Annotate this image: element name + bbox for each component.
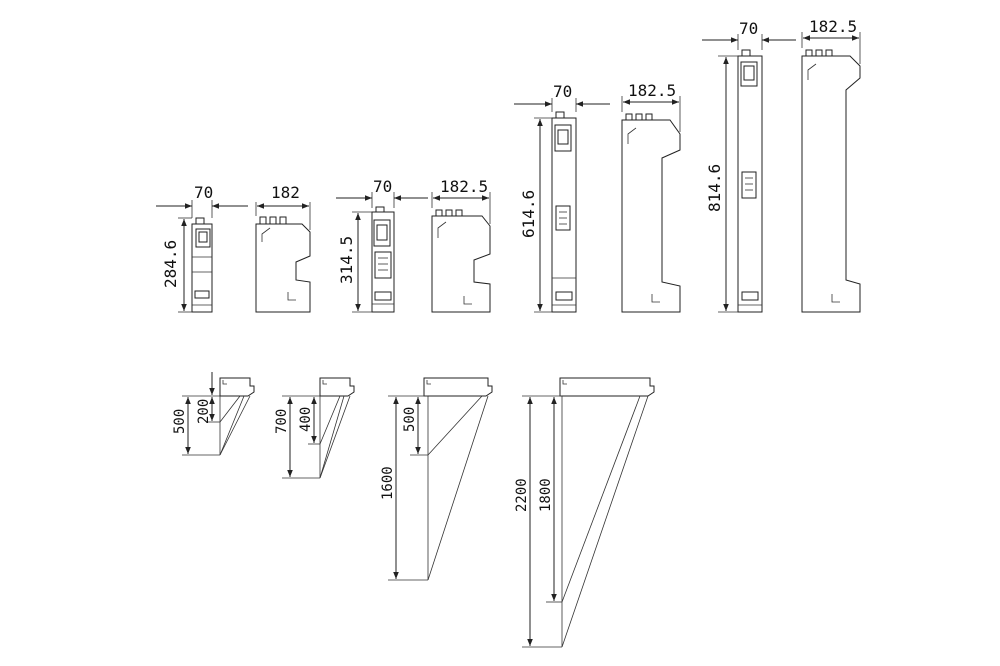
unit-2-height-dimension: 314.5 (337, 211, 372, 313)
unit-1-depth-label: 182 (271, 183, 300, 202)
unit-4-side-view (801, 49, 861, 313)
unit-2-width-dimension: 70 (336, 177, 428, 208)
unit-1-depth-dimension: 182 (255, 183, 311, 230)
profile-1-inner-label: 200 (196, 399, 212, 424)
profile-4-dimensions: 2200 1800 (514, 395, 562, 648)
unit-4-depth-dimension: 182.5 (801, 17, 861, 64)
unit-3-depth-dimension: 182.5 (621, 81, 681, 132)
unit-4-height-label: 814.6 (705, 164, 724, 212)
profile-3-dimensions: 1600 500 (380, 395, 428, 581)
unit-3-depth-label: 182.5 (628, 81, 676, 100)
profile-2-outer-label: 700 (274, 409, 290, 434)
unit-1-side-view (255, 216, 311, 313)
profile-3-bracket (423, 377, 493, 581)
unit-2-height-label: 314.5 (337, 236, 356, 284)
profile-2-inner-label: 400 (298, 407, 314, 432)
unit-1-height-dimension: 284.6 (161, 217, 192, 313)
profile-2-bracket (319, 377, 355, 479)
profile-1-dimensions: 500 200 (172, 372, 220, 456)
unit-4-width-dimension: 70 (702, 19, 796, 50)
profile-1-bracket (219, 377, 255, 456)
unit-3-width-dimension: 70 (514, 82, 610, 112)
unit-2-side-view (431, 209, 491, 313)
unit-3-side-view (621, 113, 681, 313)
profile-2-dimensions: 700 400 (274, 395, 320, 479)
unit-2-depth-label: 182.5 (440, 177, 488, 196)
profile-4-bracket (559, 377, 655, 648)
unit-3-width-label: 70 (553, 82, 572, 101)
profile-1-outer-label: 500 (172, 409, 188, 434)
unit-3-front-view (551, 111, 577, 313)
unit-4-height-dimension: 814.6 (705, 55, 738, 313)
unit-2-depth-dimension: 182.5 (431, 177, 491, 224)
unit-4-front-view (737, 49, 763, 313)
unit-4-width-label: 70 (739, 19, 758, 38)
unit-3-height-label: 614.6 (519, 190, 538, 238)
profile-3-outer-label: 1600 (380, 466, 396, 500)
profile-4-outer-label: 2200 (514, 478, 530, 512)
unit-4-depth-label: 182.5 (809, 17, 857, 36)
unit-1-front-view (191, 217, 213, 313)
unit-3-height-dimension: 614.6 (519, 117, 552, 313)
unit-2-front-view (371, 206, 395, 313)
profile-3-inner-label: 500 (402, 407, 418, 432)
unit-1-height-label: 284.6 (161, 240, 180, 288)
unit-1-width-dimension: 70 (156, 183, 248, 218)
unit-2-width-label: 70 (373, 177, 392, 196)
unit-1-width-label: 70 (194, 183, 213, 202)
profile-4-inner-label: 1800 (538, 478, 554, 512)
